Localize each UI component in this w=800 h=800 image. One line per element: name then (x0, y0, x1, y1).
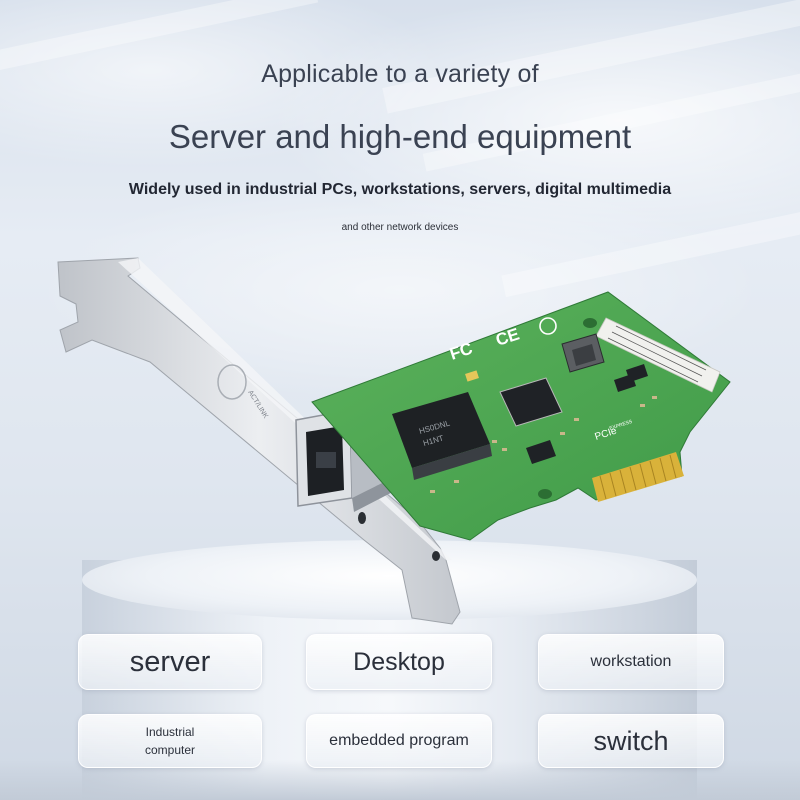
tile-server: server (78, 634, 262, 690)
headline-subdescription: and other network devices (341, 222, 459, 233)
tile-embedded-label: embedded program (329, 732, 469, 749)
tile-desktop: Desktop (306, 634, 492, 690)
pcb-board: HS0DNL H1NT FC CE PCIe EXPRESS (311, 291, 731, 541)
tile-server-label: server (129, 645, 211, 678)
tile-switch: switch (538, 714, 724, 768)
headline-description: Widely used in industrial PCs, workstati… (128, 181, 672, 198)
tile-workstation: workstation (538, 634, 724, 690)
tile-desktop-label: Desktop (353, 647, 445, 676)
tile-industrial-label-2: computer (144, 743, 196, 757)
tile-industrial-computer: Industrial computer (78, 714, 262, 768)
headline-title: Server and high-end equipment (168, 118, 632, 155)
rohs-icon (539, 317, 557, 335)
tile-embedded-program: embedded program (306, 714, 492, 768)
tile-industrial-label-1: Industrial (145, 725, 195, 739)
tile-workstation-label: workstation (590, 653, 672, 670)
headline-line-1: Applicable to a variety of (261, 60, 539, 88)
tile-switch-label: switch (593, 725, 669, 756)
